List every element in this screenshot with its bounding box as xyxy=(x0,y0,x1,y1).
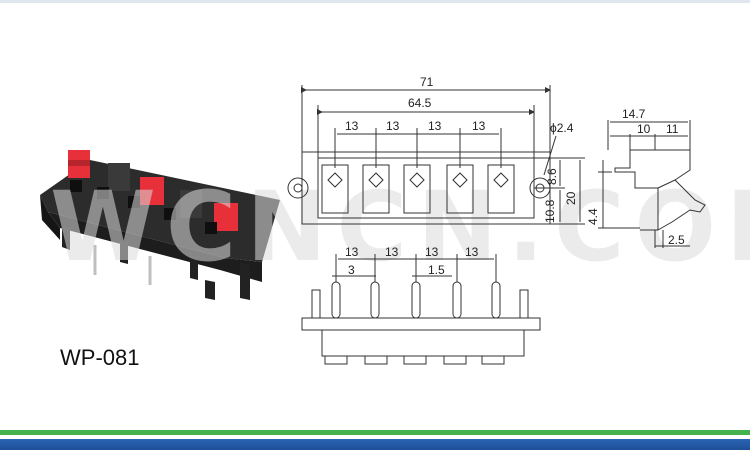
wire-holes xyxy=(70,180,217,234)
mount-hole-left-center xyxy=(293,183,303,193)
dim-hole-label: ϕ2.4 xyxy=(550,121,574,135)
dim-overall-width xyxy=(301,85,551,152)
red-clip-3 xyxy=(214,203,238,231)
diamond-5 xyxy=(493,172,509,188)
hole-4 xyxy=(164,208,176,220)
connector-front-face xyxy=(48,212,262,282)
diamond-1 xyxy=(327,172,343,188)
dim-side xyxy=(598,120,691,247)
foot-3 xyxy=(403,355,427,365)
bottom-pins xyxy=(331,281,501,319)
dim-heights xyxy=(534,157,585,225)
leg-2 xyxy=(120,240,128,264)
dim-overall-width-label: 71 xyxy=(420,75,434,89)
side-view xyxy=(614,149,706,248)
foot-5 xyxy=(481,355,505,365)
dim-pin-pitch xyxy=(332,254,497,282)
black-clip-2 xyxy=(180,190,202,218)
pin-c xyxy=(411,281,421,319)
dim-inner-width xyxy=(317,105,535,158)
red-clip-1-shade xyxy=(68,160,90,166)
leg-4 xyxy=(240,262,250,300)
bottom-feet xyxy=(324,355,505,365)
connector-side-face xyxy=(40,195,60,240)
bottom-view xyxy=(301,281,541,365)
side-clip xyxy=(657,179,706,231)
cell-4 xyxy=(446,164,474,214)
pin-offset-mid-label: 1.5 xyxy=(428,263,445,277)
hole-5 xyxy=(205,222,217,234)
top-border xyxy=(0,0,750,3)
hole-3 xyxy=(128,196,140,208)
pin-d xyxy=(452,281,462,319)
foot-1 xyxy=(324,355,348,365)
diamond-3 xyxy=(409,172,425,188)
terminal-cells xyxy=(321,164,515,214)
pin-a xyxy=(331,281,341,319)
pin-e xyxy=(491,281,501,319)
dim-height-small-label: 8.6 xyxy=(545,168,559,185)
cell-1 xyxy=(321,164,349,214)
black-clip-1 xyxy=(108,163,130,191)
hole-1 xyxy=(70,180,82,192)
model-label: WP-081 xyxy=(60,345,140,370)
dim-pitch xyxy=(334,128,502,168)
dim-side-b-label: 11 xyxy=(666,122,679,136)
pin-pitch-label-2: 13 xyxy=(385,245,399,259)
foot-2 xyxy=(364,355,388,365)
cell-5 xyxy=(487,164,515,214)
connector-body xyxy=(40,160,280,262)
pitch-label-3: 13 xyxy=(428,119,442,133)
diamond-4 xyxy=(452,172,468,188)
dim-height-lower-label: 10.8 xyxy=(543,199,557,223)
dim-hole-leader xyxy=(543,135,557,176)
leg-3 xyxy=(190,255,198,280)
bottom-plate xyxy=(301,317,541,331)
pin-pitch-label-1: 13 xyxy=(345,245,359,259)
cell-2 xyxy=(362,164,390,214)
dim-side-depth-label: 14.7 xyxy=(622,107,646,121)
dim-side-a-label: 10 xyxy=(637,122,651,136)
cell-3 xyxy=(403,164,431,214)
hole-2 xyxy=(97,187,109,199)
diamond-2 xyxy=(368,172,384,188)
dim-side-step-label: 2.5 xyxy=(668,233,685,247)
dim-inner-width-label: 64.5 xyxy=(408,96,432,110)
pin-pitch-label-4: 13 xyxy=(465,245,479,259)
footer-stripe xyxy=(0,430,750,450)
spring-clips xyxy=(68,150,238,231)
bottom-tab-right xyxy=(519,289,529,319)
bottom-tab-left xyxy=(311,289,321,319)
bottom-body xyxy=(321,329,525,357)
pin-b xyxy=(370,281,380,319)
cell-diamonds xyxy=(327,172,509,188)
pin-offset-left-label: 3 xyxy=(348,263,355,277)
leg-1 xyxy=(62,226,70,250)
foot-4 xyxy=(443,355,467,365)
side-profile xyxy=(614,150,659,231)
dim-height-total-label: 20 xyxy=(564,191,578,205)
pitch-label-4: 13 xyxy=(472,119,486,133)
pitch-label-1: 13 xyxy=(345,119,359,133)
red-clip-2 xyxy=(140,177,164,205)
front-inner xyxy=(317,157,535,219)
pitch-label-2: 13 xyxy=(386,119,400,133)
pin-pitch-label-3: 13 xyxy=(425,245,439,259)
side-top xyxy=(630,149,691,181)
mount-hole-left xyxy=(287,177,309,199)
leg-5 xyxy=(205,280,215,300)
front-view xyxy=(287,151,551,225)
dim-side-height-label: 4.4 xyxy=(586,208,600,225)
